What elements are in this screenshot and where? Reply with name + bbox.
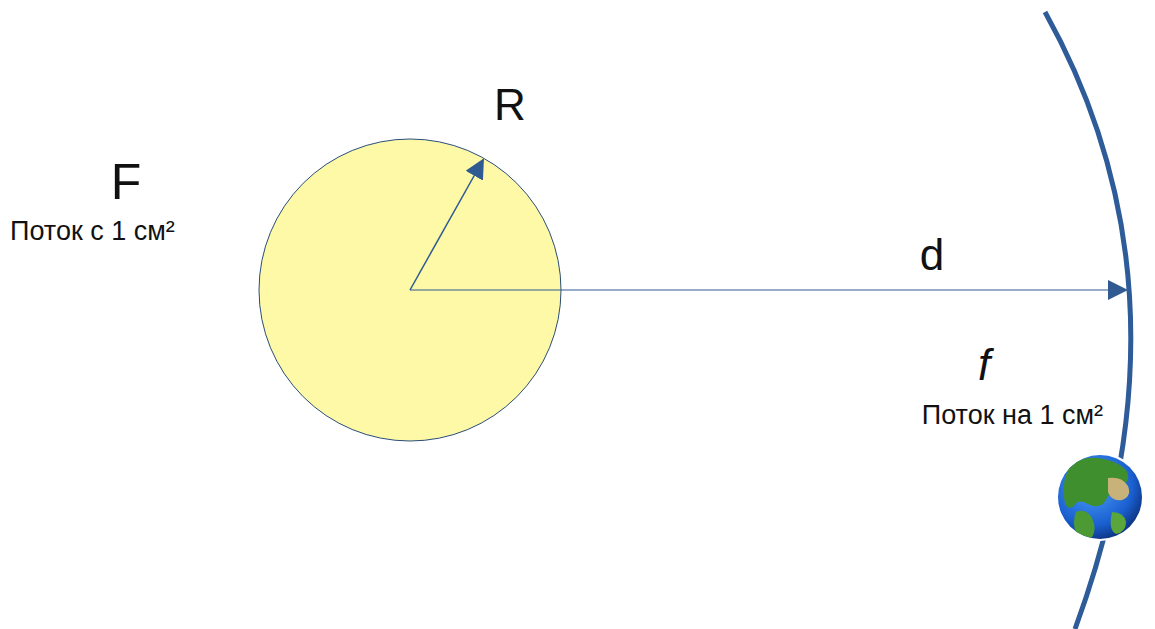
distance-arrow (410, 289, 1126, 290)
source-flux-caption: Поток с 1 см² (10, 217, 175, 247)
radius-arrow (410, 160, 483, 290)
source-flux-symbol: F (111, 155, 142, 210)
received-flux-caption: Поток на 1 см² (919, 401, 1106, 431)
radius-label: R (494, 81, 526, 129)
received-flux-symbol: f (978, 341, 990, 389)
earth-icon (1056, 444, 1144, 542)
distance-label: d (920, 231, 944, 279)
